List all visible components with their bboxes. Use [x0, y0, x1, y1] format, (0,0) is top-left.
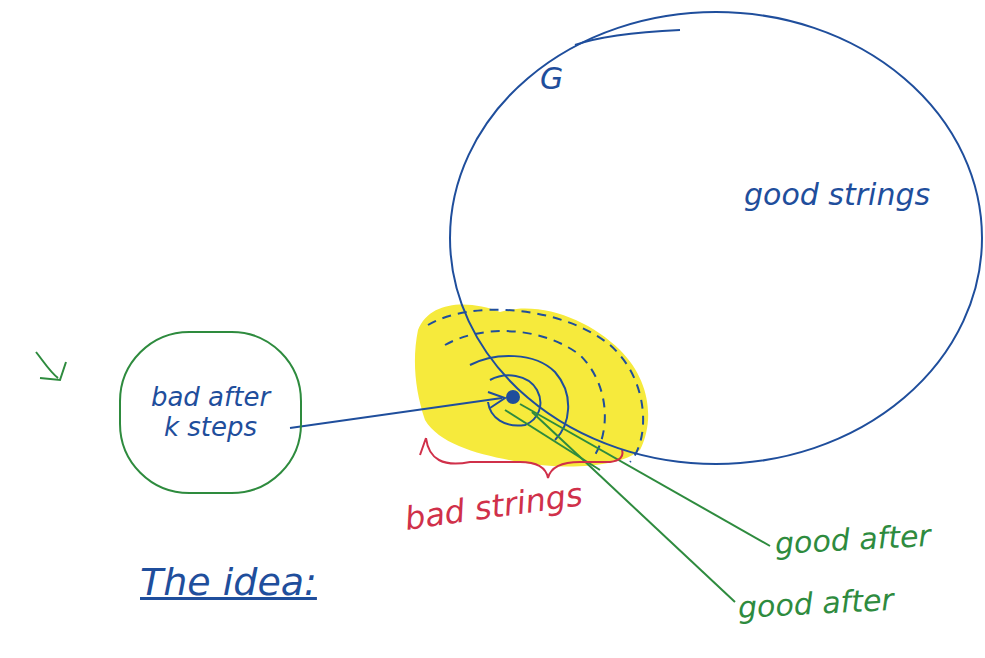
bad-bracket	[420, 438, 623, 478]
set-label: good strings	[744, 178, 930, 213]
arrow-head	[488, 392, 505, 408]
green-line	[520, 404, 770, 546]
box-label: bad after k steps	[140, 383, 281, 443]
center-dot	[506, 390, 520, 404]
bad-after-box: bad after k steps	[118, 330, 303, 495]
set-ellipse-line	[450, 12, 982, 464]
branch-label: good after	[774, 518, 931, 561]
dashed-arc	[445, 331, 605, 455]
check-mark	[36, 352, 66, 380]
bad-after-box-line	[120, 332, 301, 493]
set-ellipse-outline	[448, 10, 984, 466]
set-ellipse: Ggood strings	[448, 10, 984, 466]
arrow-line	[290, 398, 502, 428]
yellow-region	[415, 305, 648, 467]
dashed-arc	[428, 310, 643, 462]
branch-label: good after	[737, 582, 894, 625]
solid-arc	[470, 356, 568, 440]
region-label: bad strings	[402, 475, 584, 538]
set-name: G	[540, 62, 563, 97]
title-note: The idea:	[140, 560, 317, 604]
